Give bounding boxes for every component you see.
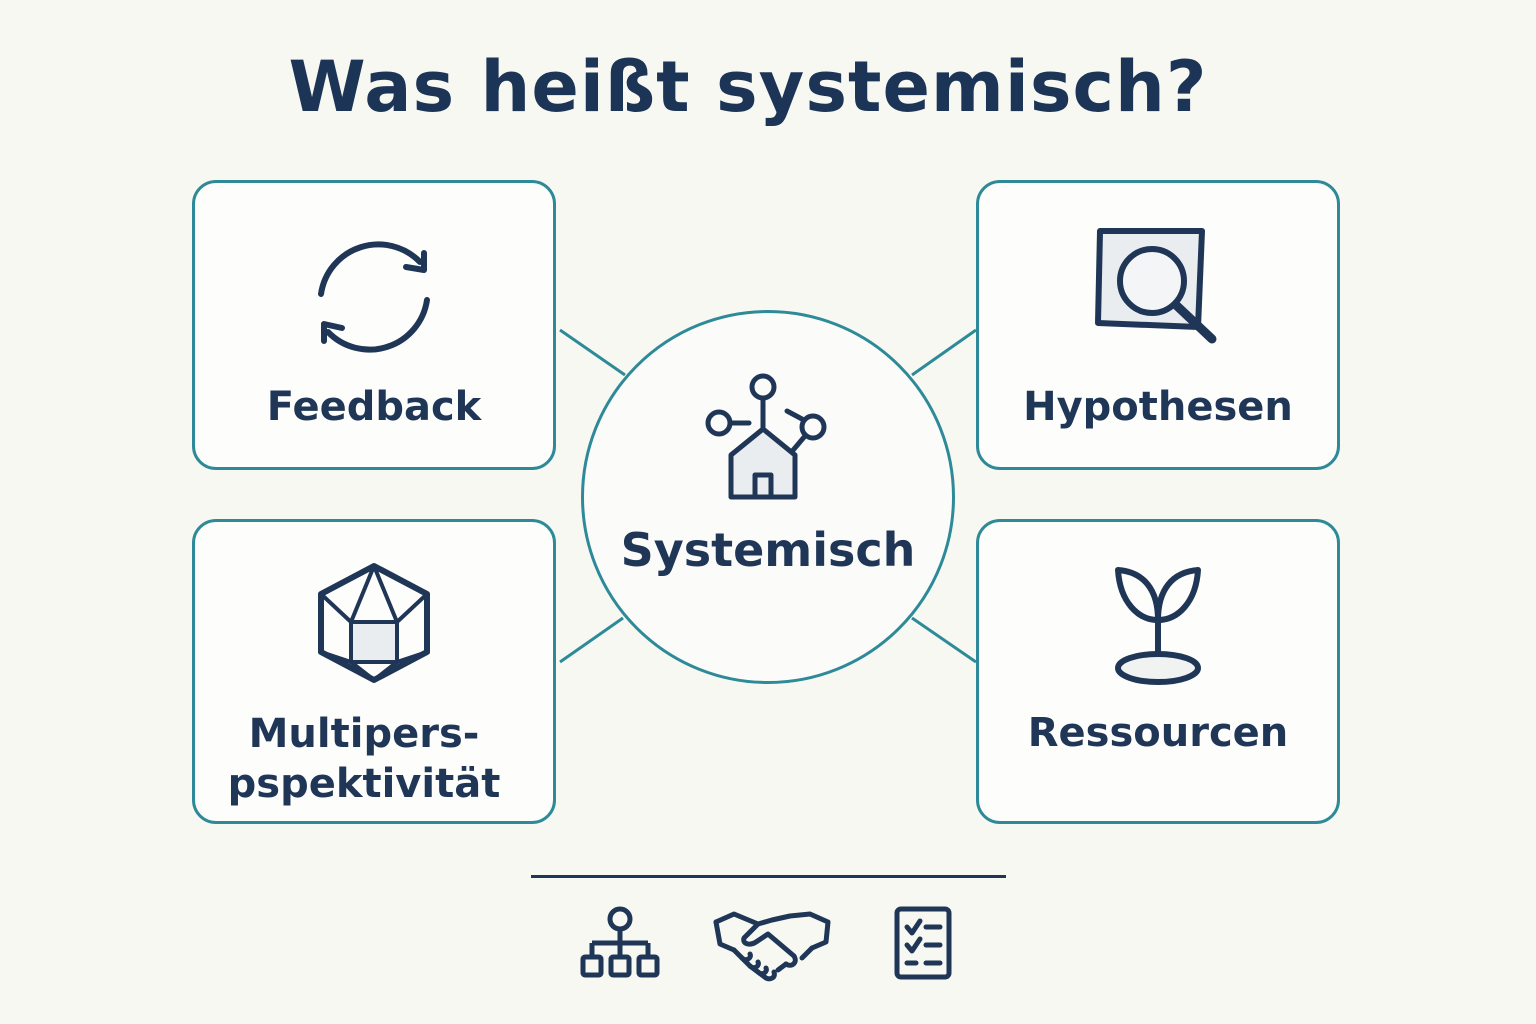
refresh-cycle-icon: [318, 241, 430, 353]
connector-feedback: [559, 328, 626, 377]
connector-multi: [559, 616, 624, 664]
card-label-ressourcen: Ressourcen: [1027, 710, 1289, 756]
polyhedron-icon: [318, 563, 430, 683]
card-ressourcen: Ressourcen: [976, 519, 1340, 824]
card-hypothesen: Hypothesen: [976, 180, 1340, 470]
connector-hypothesen: [911, 328, 977, 377]
page-title: Was heißt systemisch?: [288, 46, 1208, 128]
card-multi: Multipers- pspektivität: [192, 519, 556, 824]
sprout-icon: [1115, 567, 1201, 685]
footer-divider: [531, 875, 1006, 878]
card-feedback: Feedback: [192, 180, 556, 470]
card-label-feedback: Feedback: [266, 384, 482, 430]
handshake-icon: [713, 911, 831, 982]
center-node: Systemisch: [581, 310, 955, 684]
network-house-icon: [705, 373, 827, 500]
card-label-multi-line1: Multipers-: [248, 711, 480, 757]
magnifier-icon: [1095, 228, 1217, 344]
checklist-icon: [894, 906, 952, 980]
center-label: Systemisch: [620, 523, 916, 577]
card-label-hypothesen: Hypothesen: [1023, 384, 1293, 430]
card-label-multi-line2: pspektivität: [227, 761, 501, 807]
org-chart-icon: [580, 906, 660, 978]
connector-ressourcen: [911, 616, 977, 664]
